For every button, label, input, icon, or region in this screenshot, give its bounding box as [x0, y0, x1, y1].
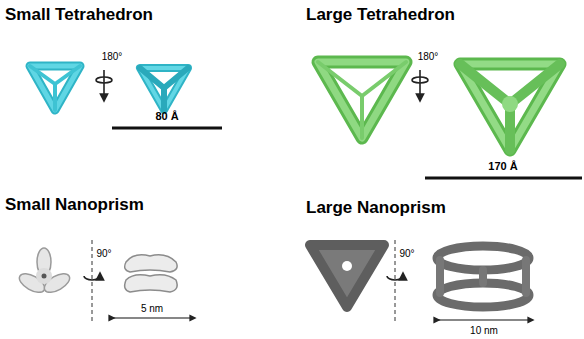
- small-nanoprism-side: [125, 255, 177, 292]
- panel-title: Large Nanoprism: [306, 199, 446, 218]
- large-tetrahedron-back: [460, 64, 560, 150]
- large-tetrahedron-front: [318, 62, 406, 138]
- rotation-arrow: [387, 276, 403, 280]
- dimension-arrow: [112, 317, 193, 318]
- scale-bar: [112, 127, 222, 130]
- dimension-label: 5 nm: [141, 303, 163, 314]
- small-nanoprism-top: [16, 248, 72, 296]
- dimension-arrow: [437, 319, 531, 320]
- rotation-arrow: [96, 70, 112, 98]
- rotation-angle: 90°: [96, 248, 111, 259]
- rotation-angle: 180°: [418, 51, 439, 62]
- scale-label: 80 Å: [155, 110, 178, 122]
- rotation-angle: 90°: [399, 248, 414, 259]
- rotation-axis: [395, 240, 396, 322]
- large-nanoprism-side: [437, 246, 529, 307]
- small-tetrahedron-back: [140, 68, 188, 110]
- small-tetrahedron-front: [30, 66, 80, 110]
- rotation-arrow: [412, 70, 428, 98]
- rotation-axis: [92, 240, 93, 322]
- panel-title: Small Nanoprism: [5, 196, 144, 215]
- scale-bar: [425, 177, 582, 180]
- large-nanoprism-top: [310, 245, 384, 307]
- rotation-arrow: [84, 276, 100, 280]
- dimension-label: 10 nm: [470, 325, 498, 336]
- panel-title: Large Tetrahedron: [306, 6, 455, 25]
- rotation-angle: 180°: [102, 51, 123, 62]
- panel-title: Small Tetrahedron: [5, 6, 153, 25]
- scale-label: 170 Å: [488, 160, 517, 172]
